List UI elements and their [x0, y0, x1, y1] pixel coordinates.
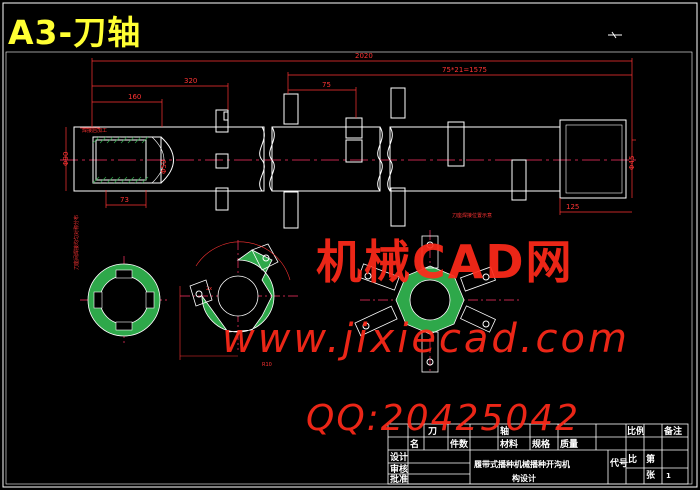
- tb-cell-spec: 规格: [532, 438, 551, 450]
- shaft-body: [73, 119, 627, 199]
- corner-mark: [611, 31, 617, 39]
- tb-cell-shaft: 轴: [500, 425, 509, 437]
- tb-cell-name: 名: [410, 438, 419, 450]
- dimension-lines: [65, 58, 636, 215]
- blade-seats: [215, 87, 527, 229]
- tb-code: 代号: [609, 457, 628, 469]
- tb-total: 张: [646, 469, 656, 481]
- tb-cell-remark: 备注: [663, 425, 682, 437]
- watermark-qq: QQ:20425042: [306, 398, 581, 439]
- dim-pitch: 75*21=1575: [442, 66, 487, 74]
- tb-project: 履带式播种机械播种开沟机: [473, 459, 570, 469]
- tb-cell-mass: 质量: [560, 438, 578, 450]
- section-view-1: [80, 256, 170, 344]
- dim-75: 75: [322, 81, 331, 89]
- tb-left-review: 审核: [390, 463, 408, 475]
- dim-dia: Φ90: [62, 152, 70, 166]
- weld-note: 焊接后加工: [82, 127, 107, 134]
- title-block-text: 刀 轴 比例 备注 名 件数 材料 规格 质量 设计 审核 批准 履带式播种机械…: [390, 425, 682, 485]
- vertical-note: 刀座间焊接均匀对称分布: [73, 215, 80, 270]
- right-note: 刀座焊接位置示意: [452, 212, 492, 219]
- dim-125: 125: [566, 203, 579, 211]
- watermark-cad: 机械CAD网: [316, 235, 574, 289]
- inner-frame: [5, 51, 693, 485]
- tb-sheet: 第: [646, 453, 655, 465]
- tb-cell-blade: 刀: [428, 426, 437, 437]
- tb-cell-material: 材料: [499, 438, 518, 450]
- dim-dia-right: Φ45: [628, 156, 636, 170]
- watermark-url: www.jixiecad.com: [222, 316, 630, 362]
- title-block: [387, 423, 689, 485]
- tb-left-design: 设计: [390, 451, 408, 463]
- sec-note-b: R10: [262, 362, 272, 368]
- dim-dia-left: Φ50: [160, 160, 168, 174]
- tb-project2: 构设计: [512, 473, 536, 483]
- tb-cell-count: 件数: [450, 438, 469, 450]
- tb-left-approve: 批准: [390, 473, 408, 485]
- tb-cell-scale: 比例: [627, 425, 645, 437]
- drawing-title: A3-刀轴: [8, 13, 142, 52]
- dim-160: 160: [128, 93, 141, 101]
- dim-73: 73: [120, 196, 129, 204]
- dim-overall: 2020: [355, 52, 373, 60]
- section-view-3: [354, 230, 520, 373]
- tb-scale-label: 比: [628, 453, 637, 465]
- tb-page: 1: [666, 472, 671, 480]
- section-view-2: [179, 240, 300, 360]
- dim-320: 320: [184, 77, 197, 85]
